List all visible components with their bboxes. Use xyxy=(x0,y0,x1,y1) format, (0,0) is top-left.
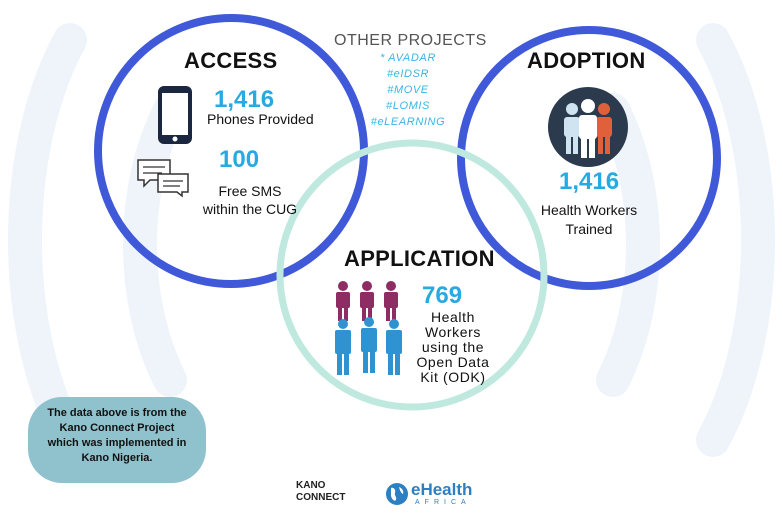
application-circle xyxy=(276,139,548,411)
phones-label: Phones Provided xyxy=(207,111,314,127)
project-item: #MOVE xyxy=(387,84,429,96)
project-item: * AVADAR xyxy=(380,52,436,64)
kano-logo-line2: CONNECT xyxy=(296,492,346,503)
project-item: #eIDSR xyxy=(386,68,430,80)
people-group-icon xyxy=(548,87,628,167)
project-item: #eLEARNING xyxy=(370,116,446,128)
sms-label-line1: Free SMS xyxy=(218,183,282,199)
kano-logo-line1: KANO xyxy=(296,480,326,491)
application-label-line: Workers xyxy=(424,324,482,340)
people-figures-icon xyxy=(335,281,402,375)
application-label-line: using the xyxy=(421,339,485,355)
sms-value: 100 xyxy=(219,146,260,173)
ehealth-sub: AFRICA xyxy=(415,499,471,506)
adoption-title: ADOPTION xyxy=(527,48,646,73)
adoption-value: 1,416 xyxy=(559,168,620,195)
application-label-line: Health xyxy=(430,309,476,325)
adoption-label-line1: Health Workers xyxy=(540,202,638,218)
access-title: ACCESS xyxy=(184,48,278,73)
project-item: #LOMIS xyxy=(386,100,430,112)
ehealth-name: eHealth xyxy=(411,480,473,499)
application-title: APPLICATION xyxy=(344,246,495,271)
note-line: which was implemented in xyxy=(47,437,187,449)
sms-label-line2: within the CUG xyxy=(202,201,298,217)
phones-value: 1,416 xyxy=(214,86,275,113)
other-projects-title: OTHER PROJECTS xyxy=(334,32,487,49)
other-projects-list: * AVADAR #eIDSR #MOVE #LOMIS #eLEARNING xyxy=(364,50,452,130)
application-value: 769 xyxy=(422,282,463,309)
sms-label: Free SMS within the CUG xyxy=(190,182,310,218)
kano-connect-logo: KANO CONNECT xyxy=(296,480,345,504)
application-label-line: Kit (ODK) xyxy=(420,369,486,385)
application-label-line: Open Data xyxy=(416,354,490,370)
adoption-circle xyxy=(457,26,721,290)
application-label: Health Workers using the Open Data Kit (… xyxy=(408,310,498,385)
adoption-label: Health Workers Trained xyxy=(527,201,651,239)
note-line: Kano Connect Project xyxy=(59,422,175,434)
note-line: The data above is from the xyxy=(47,407,187,419)
smartphone-icon xyxy=(158,86,192,144)
data-source-note: The data above is from the Kano Connect … xyxy=(28,397,206,483)
globe-icon xyxy=(386,483,408,505)
chat-bubbles-icon xyxy=(137,159,189,198)
adoption-label-line2: Trained xyxy=(565,221,613,237)
note-line: Kano Nigeria. xyxy=(81,452,153,464)
